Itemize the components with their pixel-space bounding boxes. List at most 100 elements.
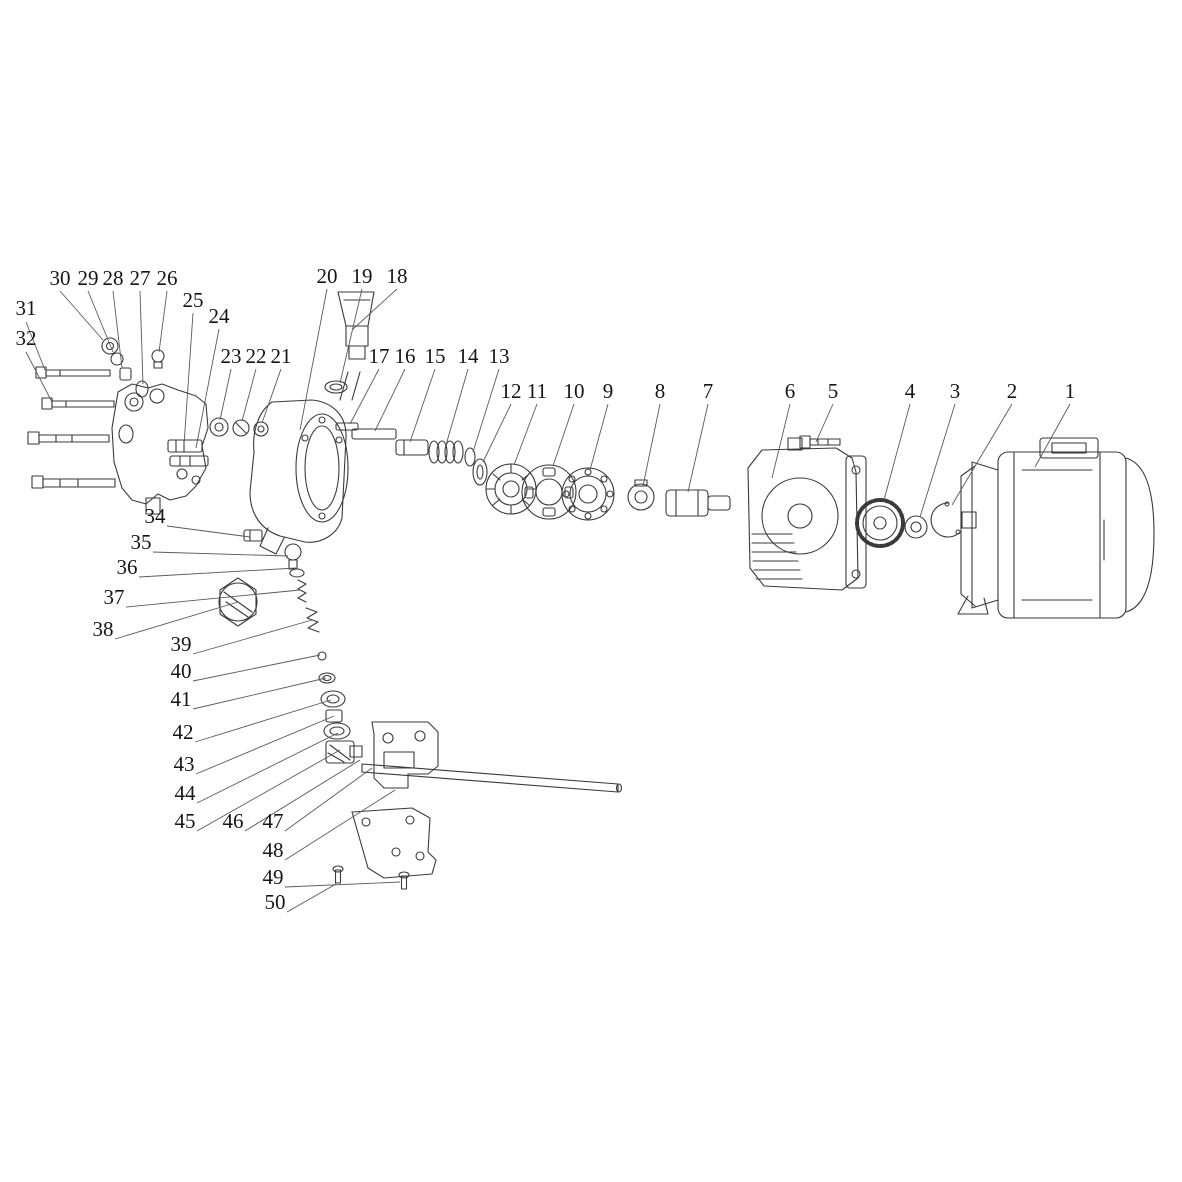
callout-27: 27	[130, 266, 151, 290]
leader-line-6	[771, 403, 791, 479]
thrust-washers	[464, 447, 488, 486]
callout-11: 11	[527, 379, 547, 403]
callout-29: 29	[78, 266, 99, 290]
callout-2: 2	[1007, 379, 1018, 403]
leader-line-48	[284, 789, 396, 861]
leader-line-8	[642, 403, 661, 487]
callout-15: 15	[425, 344, 446, 368]
piston-spring	[428, 440, 464, 464]
leader-line-47	[284, 767, 373, 832]
leader-line-37	[125, 589, 301, 608]
leader-line-29	[87, 290, 114, 353]
inlet-bolts	[27, 366, 116, 489]
handle-bracket	[361, 721, 623, 793]
leader-line-25	[183, 312, 194, 446]
callout-21: 21	[271, 344, 292, 368]
leader-line-14	[445, 368, 469, 446]
small-fasteners	[101, 337, 165, 398]
callout-8: 8	[655, 379, 666, 403]
leader-line-20	[299, 288, 328, 431]
callout-31: 31	[16, 296, 37, 320]
leader-line-22	[241, 368, 257, 422]
callout-9: 9	[603, 379, 614, 403]
unloader-valve-parts	[218, 529, 363, 764]
callout-35: 35	[131, 530, 152, 554]
ball-bearing-front	[485, 463, 537, 515]
callout-42: 42	[173, 720, 194, 744]
callout-10: 10	[564, 379, 585, 403]
callout-46: 46	[223, 809, 244, 833]
callout-23: 23	[221, 344, 242, 368]
callout-48: 48	[263, 838, 284, 862]
leader-line-2	[951, 403, 1013, 506]
callout-13: 13	[489, 344, 510, 368]
callout-25: 25	[183, 288, 204, 312]
callout-3: 3	[950, 379, 961, 403]
leader-line-32	[25, 351, 53, 403]
callout-20: 20	[317, 264, 338, 288]
leader-line-39	[192, 619, 313, 655]
leader-line-31	[25, 321, 46, 371]
leader-line-35	[152, 551, 289, 557]
callout-layer: 1234567891011121314151617181920212223242…	[16, 264, 1076, 914]
callout-1: 1	[1065, 379, 1076, 403]
plunger	[665, 489, 731, 517]
leader-line-38	[114, 601, 239, 640]
callout-7: 7	[703, 379, 714, 403]
mounting-plate	[332, 807, 437, 890]
leader-line-24	[195, 328, 220, 449]
callout-41: 41	[171, 687, 192, 711]
callout-36: 36	[117, 555, 138, 579]
leader-line-36	[138, 567, 297, 578]
seal-rings	[209, 417, 269, 437]
leader-line-43	[195, 715, 335, 775]
callout-38: 38	[93, 617, 114, 641]
callout-24: 24	[209, 304, 231, 328]
callout-50: 50	[265, 890, 286, 914]
callout-28: 28	[103, 266, 124, 290]
callout-4: 4	[905, 379, 916, 403]
callout-26: 26	[157, 266, 178, 290]
leader-line-34	[166, 525, 251, 538]
retaining-ring	[930, 501, 961, 538]
leader-line-3	[919, 403, 956, 518]
callout-45: 45	[175, 809, 196, 833]
callout-49: 49	[263, 865, 284, 889]
leader-line-7	[687, 403, 709, 493]
leader-line-1	[1034, 403, 1071, 468]
callout-40: 40	[171, 659, 192, 683]
leader-line-26	[158, 290, 168, 353]
leader-line-12	[482, 403, 512, 463]
leader-line-45	[196, 749, 341, 832]
leader-line-44	[196, 732, 339, 804]
leader-line-27	[139, 290, 144, 385]
callout-32: 32	[16, 326, 37, 350]
piston-rod-set	[335, 422, 429, 456]
leader-line-23	[219, 368, 232, 421]
callout-17: 17	[369, 344, 390, 368]
pump-head	[249, 371, 361, 555]
callout-39: 39	[171, 632, 192, 656]
leader-line-4	[883, 403, 911, 501]
callout-6: 6	[785, 379, 796, 403]
collar-nut	[627, 479, 655, 511]
leader-line-10	[552, 403, 575, 467]
callout-22: 22	[246, 344, 267, 368]
leader-line-5	[815, 403, 834, 443]
drive-gear	[855, 498, 905, 548]
motor-body	[957, 437, 1155, 619]
leader-line-19	[339, 288, 363, 384]
callout-37: 37	[104, 585, 125, 609]
leader-line-41	[192, 677, 327, 710]
callout-34: 34	[145, 504, 167, 528]
callout-47: 47	[263, 809, 284, 833]
gear-housing	[747, 437, 867, 591]
leader-line-17	[349, 368, 380, 425]
leader-line-16	[374, 368, 406, 432]
callout-12: 12	[501, 379, 522, 403]
callout-44: 44	[175, 781, 197, 805]
leader-line-42	[194, 699, 332, 743]
leader-line-15	[409, 368, 436, 443]
